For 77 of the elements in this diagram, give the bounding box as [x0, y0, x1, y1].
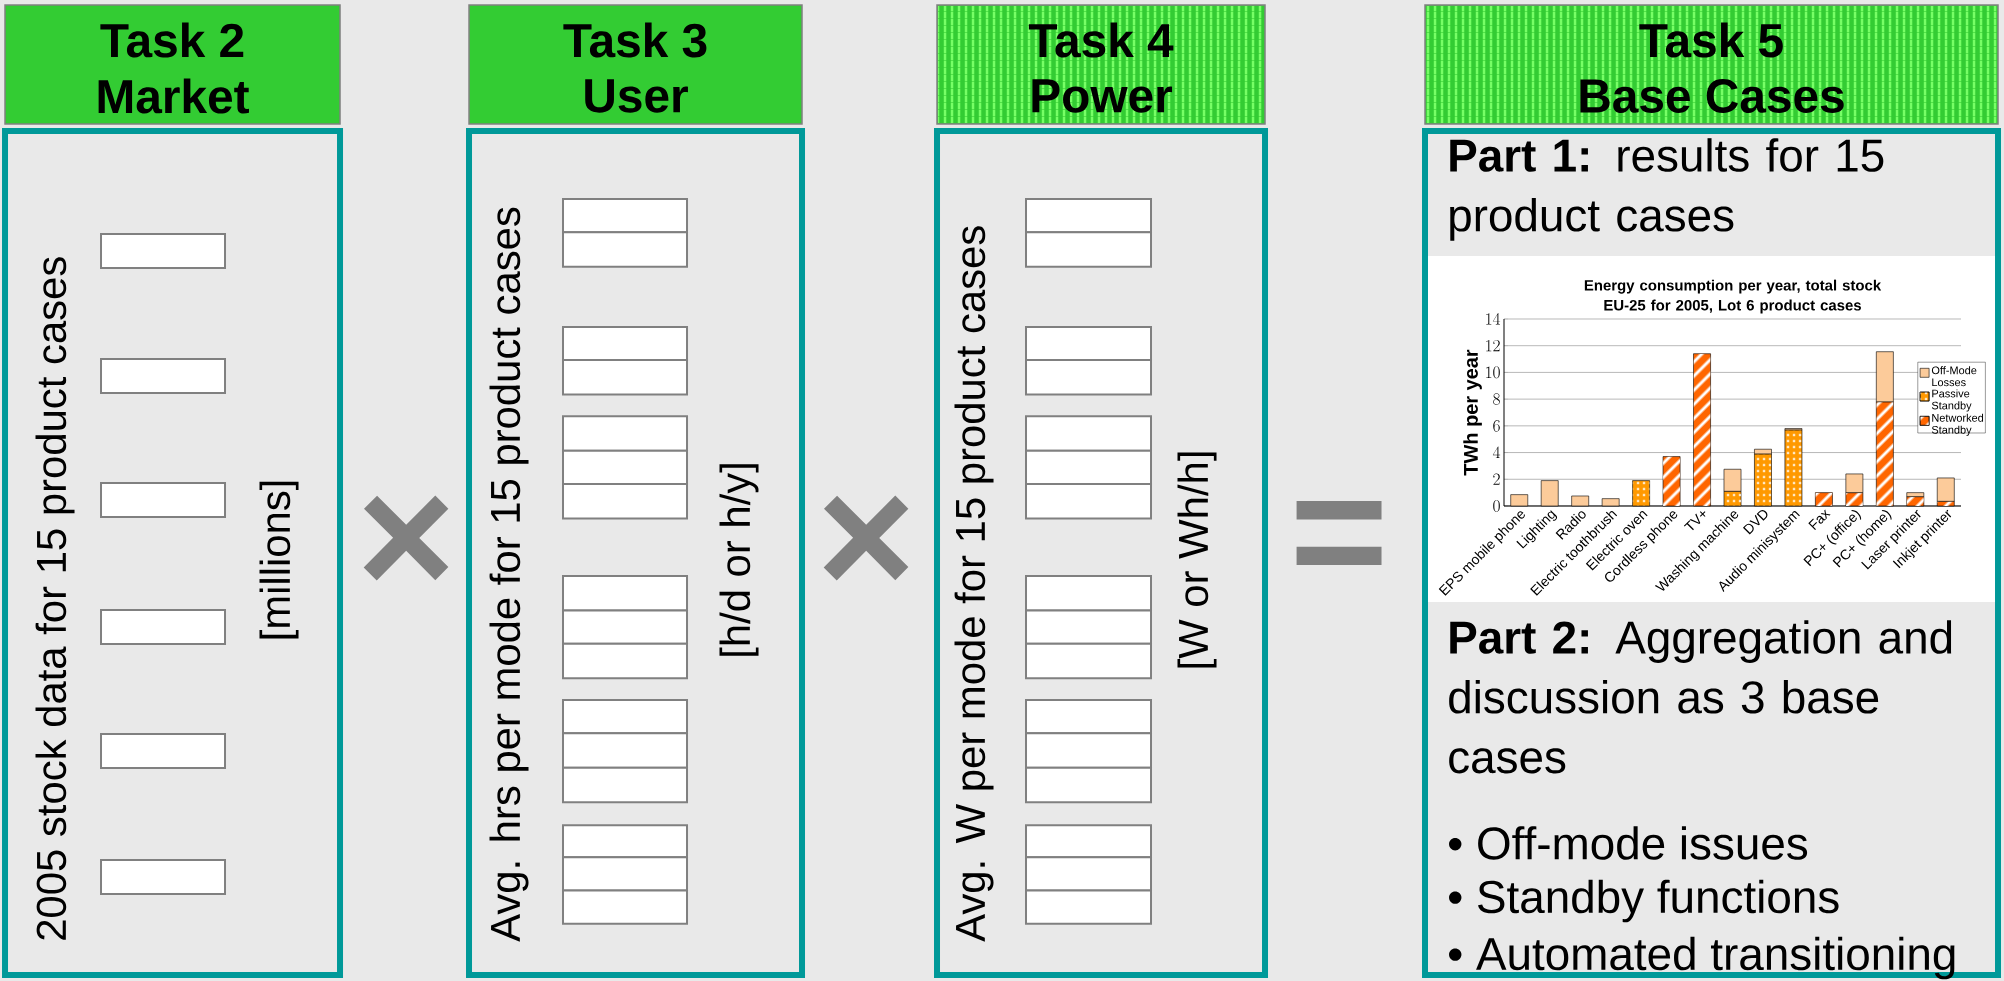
task-header: Task 3 User	[468, 4, 803, 125]
input-box	[100, 358, 226, 394]
input-box	[562, 449, 688, 486]
y-tick-label: 6	[1493, 420, 1500, 432]
input-box	[1025, 415, 1152, 452]
input-box	[1025, 699, 1152, 735]
input-box	[562, 359, 688, 396]
bar	[1540, 480, 1559, 507]
input-box	[1025, 732, 1152, 769]
legend-label: Off-Mode Losses	[1931, 366, 1977, 387]
task-header: Task 5 Base Cases	[1580, 22, 1844, 113]
input-box	[1025, 575, 1152, 612]
y-tick-label: 8	[1493, 393, 1500, 405]
input-box	[1025, 609, 1152, 645]
paragraph: Part 2: Aggregation and discussion as 3 base cases	[1449, 620, 1952, 774]
bullet-item: • Automated transitioning	[1449, 936, 1955, 980]
bar	[1876, 351, 1894, 403]
input-box	[1025, 642, 1152, 680]
y-axis-title: TWh per year	[1463, 349, 1482, 476]
y-tick-label: 12	[1486, 339, 1500, 352]
input-box	[1025, 325, 1152, 362]
bar	[1754, 448, 1772, 455]
input-box	[100, 482, 226, 518]
bar	[1571, 495, 1590, 507]
input-box	[562, 824, 688, 859]
input-box	[562, 699, 688, 735]
input-box	[1025, 483, 1152, 520]
y-tick-label: 14	[1486, 313, 1501, 325]
task-header: Task 2 Market	[4, 4, 341, 125]
bar	[1906, 492, 1925, 497]
input-box	[100, 609, 226, 645]
input-box	[562, 231, 688, 268]
bar	[1601, 498, 1620, 507]
y-tick-label: 10	[1486, 366, 1500, 379]
task-panel: Avg. W per mode for 15 product cases [W or Wh/h]	[934, 127, 1268, 978]
input-box	[562, 732, 688, 769]
task-panel	[1422, 127, 2001, 978]
input-box	[1025, 856, 1152, 892]
bar	[1936, 477, 1955, 502]
paragraph: Part 1: results for 15 product cases	[1450, 138, 1884, 241]
y-tick-label: 2	[1493, 473, 1500, 485]
bar	[1510, 494, 1529, 507]
input-box	[1025, 231, 1152, 268]
operator-sign: ×	[823, 495, 909, 581]
y-tick-label: 0	[1493, 500, 1500, 512]
task-header: Task 4 Power	[1028, 22, 1174, 113]
legend-label: Networked Standby	[1931, 413, 1984, 436]
legend-label: Passive Standby	[1931, 389, 1972, 412]
operator-sign: ×	[363, 495, 449, 581]
bar	[1845, 473, 1864, 493]
input-box	[1025, 359, 1152, 396]
task-panel: 2005 stock data for 15 product cases [millions]	[2, 127, 343, 978]
input-box	[562, 766, 688, 804]
input-box	[1025, 449, 1152, 486]
input-box	[562, 609, 688, 645]
input-box	[1025, 824, 1152, 859]
input-box	[562, 483, 688, 520]
bullet-item: • Off-mode issues	[1449, 826, 1808, 860]
operator-sign: =	[1296, 500, 1382, 565]
input-box	[562, 889, 688, 925]
input-box	[1025, 889, 1152, 925]
input-box	[100, 233, 226, 269]
input-box	[562, 575, 688, 612]
input-box	[562, 325, 688, 362]
chart-title: Energy consumption per year, total stock EU-25 for 2005, Lot 6 product cases	[1584, 279, 1882, 314]
input-box	[562, 198, 688, 234]
input-box	[562, 642, 688, 680]
bullet-item: • Standby functions	[1449, 879, 1839, 923]
input-box	[562, 415, 688, 452]
input-box	[562, 856, 688, 892]
input-box	[1025, 198, 1152, 234]
task-panel: Avg. hrs per mode for 15 product cases [h/d or h/y]	[466, 127, 805, 978]
input-box	[100, 859, 226, 895]
input-box	[1025, 766, 1152, 804]
y-tick-label: 4	[1492, 446, 1501, 459]
input-box	[100, 733, 226, 769]
bar	[1723, 468, 1742, 492]
